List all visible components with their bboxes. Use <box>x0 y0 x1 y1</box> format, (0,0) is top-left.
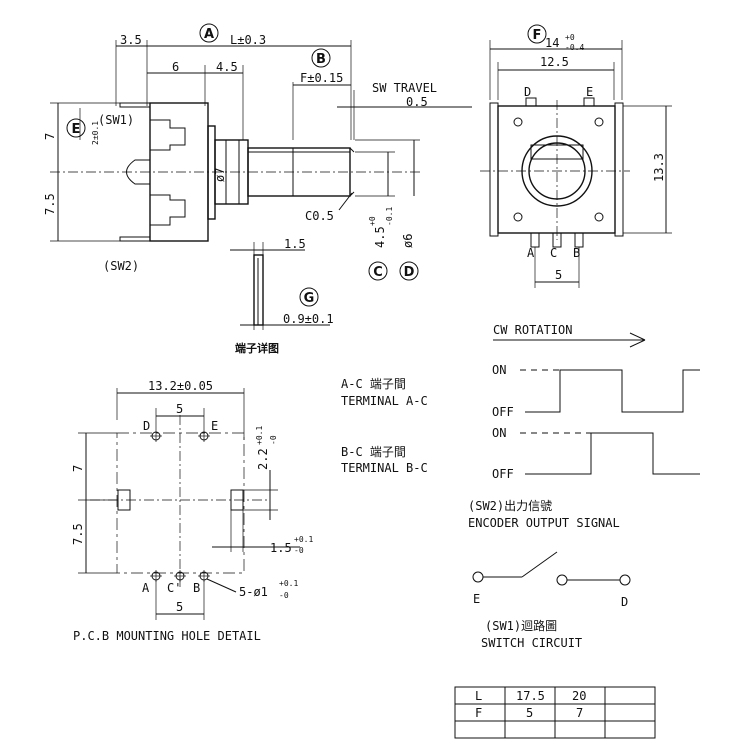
pcb-view: 13.2±0.05 5 D E A C' B 7 7.5 2.2 +0.1 <box>71 379 313 643</box>
tol-plus-0: +0 <box>368 216 377 226</box>
switch-e: E <box>473 592 480 606</box>
table-cell: 7 <box>576 706 583 720</box>
pcb-tol-minus-0: -0 <box>269 435 278 445</box>
pcb-holes-minus: -0 <box>279 591 289 600</box>
table-cell: L <box>475 689 482 703</box>
dim-c05: C0.5 <box>305 209 334 223</box>
dim-f: F±0.15 <box>300 71 343 85</box>
pcb-dim-13-2: 13.2±0.05 <box>148 379 213 393</box>
pcb-hole-b: B <box>193 581 200 595</box>
bc-on: ON <box>492 426 506 440</box>
pcb-dim-1-5: 1.5 <box>270 541 292 555</box>
dim-7-5: 7.5 <box>43 193 57 215</box>
pcb-holes: 5-ø1 <box>239 585 268 599</box>
switch-d: D <box>621 595 628 609</box>
label-f: F <box>533 28 542 43</box>
dim-4-5: 4.5 <box>216 60 238 74</box>
pcb-title: P.C.B MOUNTING HOLE DETAIL <box>73 629 261 643</box>
dimension-table: L 17.5 20 F 5 7 <box>454 686 656 739</box>
dim-4-5-tol: 4.5 <box>373 226 387 248</box>
ac-label-cn: A-C 端子間 <box>341 377 406 391</box>
ac-on: ON <box>492 363 506 377</box>
pcb-hole-a: A <box>142 581 150 595</box>
circle-labels: A B E C D F G <box>66 23 547 307</box>
terminal-detail-title: 端子详图 <box>235 341 279 355</box>
pin-e: E <box>586 85 593 99</box>
ac-off: OFF <box>492 405 514 419</box>
encoder-title-cn: (SW2)出力信號 <box>468 499 552 513</box>
dim-phi6: ø6 <box>401 234 415 248</box>
bc-off: OFF <box>492 467 514 481</box>
table-cell: 5 <box>526 706 533 720</box>
dim-7: 7 <box>43 133 57 140</box>
pcb-hole-d: D <box>143 419 150 433</box>
dim-12-5: 12.5 <box>540 55 569 69</box>
table-cell: 20 <box>572 689 586 703</box>
ac-label-en: TERMINAL A-C <box>341 394 428 408</box>
table-cell: F <box>475 706 482 720</box>
pin-a: A <box>527 246 535 260</box>
pcb-1-5-plus: +0.1 <box>294 535 313 544</box>
tol-minus-0-1: -0.1 <box>385 207 394 226</box>
cw-rotation: CW ROTATION <box>493 323 572 337</box>
pin-b: B <box>573 246 580 260</box>
dim-l: L±0.3 <box>230 33 266 47</box>
pcb-dim-2-2: 2.2 <box>256 448 270 470</box>
table-cell: 17.5 <box>516 689 545 703</box>
label-g: G <box>304 291 315 306</box>
label-e: E <box>72 122 81 137</box>
sw-travel-value: 0.5 <box>406 95 428 109</box>
pin-c: C <box>550 246 557 260</box>
pcb-hole-e: E <box>211 419 218 433</box>
dim-0-9: 0.9±0.1 <box>283 312 334 326</box>
label-a: A <box>204 27 214 42</box>
dim-13-3: 13.3 <box>652 153 666 182</box>
pin-d: D <box>524 85 531 99</box>
pcb-hole-c: C' <box>167 581 181 595</box>
pcb-tol-plus-0-1: +0.1 <box>255 426 264 445</box>
dim-phi7: ø7 <box>213 168 227 182</box>
pcb-dim-7: 7 <box>71 465 85 472</box>
side-view-dimensions: L±0.3 3.5 6 4.5 F±0.15 SW TRAVEL 0.5 (SW… <box>43 33 437 273</box>
pcb-dim-5-bottom: 5 <box>176 600 183 614</box>
dim-14: 14 <box>545 36 559 50</box>
sw-travel: SW TRAVEL <box>372 81 437 95</box>
front-view: 14 +0 -0.4 12.5 D E A C B 5 <box>480 33 672 288</box>
tol-minus-0-4: -0.4 <box>565 43 584 52</box>
encoder-output: CW ROTATION A-C 端子間 TERMINAL A-C B-C 端子間… <box>341 323 700 530</box>
pcb-dim-7-5: 7.5 <box>71 523 85 545</box>
encoder-title-en: ENCODER OUTPUT SIGNAL <box>468 516 620 530</box>
pcb-1-5-minus: -0 <box>294 546 304 555</box>
dim-6: 6 <box>172 60 179 74</box>
switch-circuit: E D (SW1)迴路圖 SWITCH CIRCUIT <box>472 551 631 650</box>
side-view <box>50 40 472 242</box>
pcb-holes-plus: +0.1 <box>279 579 298 588</box>
switch-title-en: SWITCH CIRCUIT <box>481 636 582 650</box>
dim-5-front: 5 <box>555 268 562 282</box>
label-d: D <box>404 265 415 280</box>
dim-3-5: 3.5 <box>120 33 142 47</box>
label-b: B <box>316 52 326 67</box>
label-c: C <box>373 265 383 280</box>
terminal-detail: 1.5 0.9±0.1 端子详图 <box>230 237 334 355</box>
pcb-dim-5-top: 5 <box>176 402 183 416</box>
sw2-label: (SW2) <box>103 259 139 273</box>
tol-plus-0-b: +0 <box>565 33 575 42</box>
dim-2: 2±0.1 <box>91 121 100 145</box>
dim-1-5: 1.5 <box>284 237 306 251</box>
switch-title-cn: (SW1)迴路圖 <box>485 618 557 633</box>
sw1-label: (SW1) <box>98 113 134 127</box>
bc-label-cn: B-C 端子間 <box>341 445 406 459</box>
bc-label-en: TERMINAL B-C <box>341 461 428 475</box>
